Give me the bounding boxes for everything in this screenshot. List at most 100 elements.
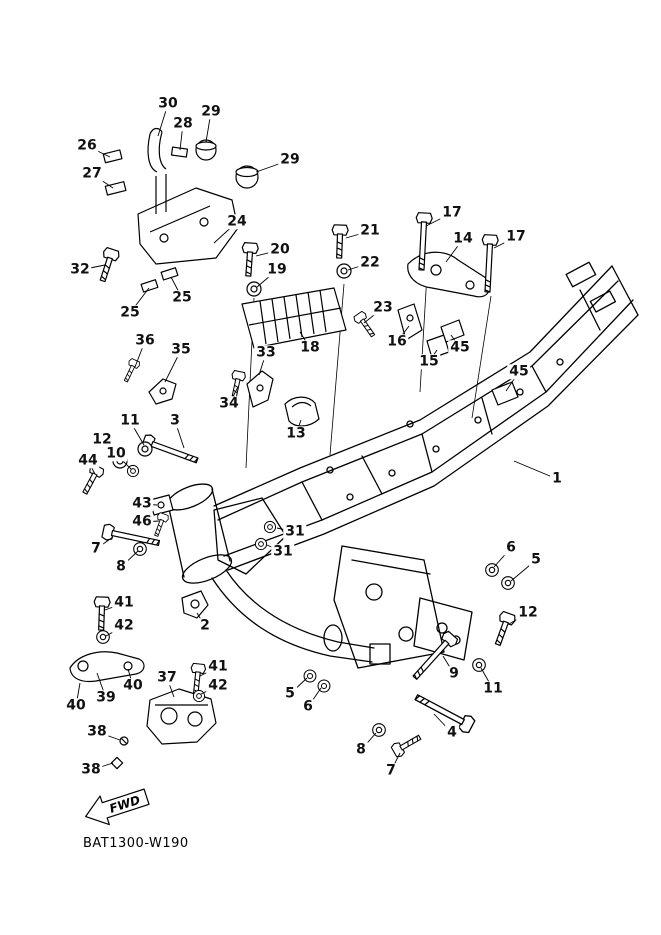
bracket-24-edge (149, 205, 211, 233)
cross-member-1 (301, 481, 323, 521)
callout-28: 28 (171, 115, 195, 132)
callout-12: 12 (90, 431, 114, 448)
callout-34: 34 (217, 395, 241, 412)
bracket-24 (137, 187, 239, 265)
callout-15: 15 (417, 353, 441, 370)
cross-member-5 (531, 365, 547, 393)
drawing-number: BAT1300-W190 (83, 836, 189, 851)
upper-right-parts (397, 251, 519, 406)
callout-12: 12 (516, 604, 540, 621)
callout-43: 43 (130, 495, 154, 512)
callout-8: 8 (114, 558, 128, 575)
cap-29b-top (235, 166, 259, 178)
callout-27: 27 (80, 165, 104, 182)
callout-3: 3 (168, 412, 182, 429)
callout-46: 46 (130, 513, 154, 530)
alignment-line (471, 295, 492, 419)
plate-18-midline (248, 307, 342, 326)
bracket-35-hole (159, 387, 167, 395)
steering-head-side-left (167, 503, 185, 578)
callout-11: 11 (481, 680, 505, 697)
callout-17: 17 (440, 204, 464, 221)
callout-36: 36 (133, 332, 157, 349)
main-frame (166, 261, 639, 669)
pivot-hole-2 (398, 626, 414, 642)
callout-38: 38 (79, 761, 103, 778)
pad-25b (140, 279, 159, 293)
callout-38: 38 (85, 723, 109, 740)
callout-4: 4 (445, 724, 459, 741)
rail-hole (432, 445, 440, 453)
pivot-plate (333, 545, 445, 669)
alignment-line (419, 273, 428, 393)
callout-14: 14 (451, 230, 475, 247)
callout-40: 40 (64, 697, 88, 714)
callout-24: 24 (225, 213, 249, 230)
callout-8: 8 (354, 741, 368, 758)
callout-44: 44 (76, 452, 100, 469)
rail-hole (556, 358, 564, 366)
callout-17: 17 (504, 228, 528, 245)
stay-vertical (155, 174, 167, 214)
pad-45a (440, 319, 465, 343)
callout-7: 7 (384, 762, 398, 779)
pad-27 (104, 181, 127, 196)
callout-9: 9 (447, 665, 461, 682)
callout-11: 11 (118, 412, 142, 429)
callout-37: 37 (155, 669, 179, 686)
channel-13 (284, 396, 320, 427)
alignment-line (329, 283, 345, 456)
bracket-14-hole-2 (465, 280, 475, 290)
bracket-24-hole-2 (199, 217, 209, 227)
callout-13: 13 (284, 425, 308, 442)
rail-hole (388, 469, 396, 477)
stay-39-40 (69, 651, 145, 683)
rail-hole (346, 493, 354, 501)
callout-25: 25 (170, 289, 194, 306)
callout-5: 5 (529, 551, 543, 568)
pad-45b (491, 381, 519, 406)
pad-26 (102, 149, 123, 164)
callout-19: 19 (265, 261, 289, 278)
lever-16 (397, 303, 423, 341)
rear-bracket (413, 597, 473, 661)
callout-23: 23 (371, 299, 395, 316)
rear-bracket-hole-1 (436, 622, 448, 634)
callout-20: 20 (268, 241, 292, 258)
steering-head-side-right (211, 488, 231, 562)
callout-41: 41 (206, 658, 230, 675)
callout-26: 26 (75, 137, 99, 154)
wire-clamp-30 (147, 127, 167, 173)
bracket-37-hole-2 (187, 711, 203, 727)
rail-hole (474, 416, 482, 424)
callout-41: 41 (112, 594, 136, 611)
clip-38b (110, 756, 124, 770)
callout-10: 10 (104, 445, 128, 462)
callout-30: 30 (156, 95, 180, 112)
bracket-43-hole (157, 501, 165, 509)
front-gusset (213, 497, 287, 575)
callout-32: 32 (68, 261, 92, 278)
bracket-37 (146, 688, 217, 745)
stay-hole-left (77, 660, 89, 672)
leader-line-1 (513, 460, 558, 480)
fwd-arrow-shape (85, 788, 150, 826)
callout-21: 21 (358, 222, 382, 239)
cross-tube (323, 624, 343, 652)
callout-7: 7 (89, 540, 103, 557)
callout-22: 22 (358, 254, 382, 271)
rail-hole (326, 466, 334, 474)
callout-5: 5 (283, 685, 297, 702)
tail-cap (611, 265, 639, 316)
lower-left-parts (69, 651, 217, 770)
cross-member-2 (361, 455, 383, 495)
bracket-2-hole (190, 599, 200, 609)
callout-40: 40 (121, 677, 145, 694)
callout-29: 29 (278, 151, 302, 168)
callout-45: 45 (448, 339, 472, 356)
callout-16: 16 (385, 333, 409, 350)
pivot-hole-1 (365, 583, 383, 601)
callout-29: 29 (199, 103, 223, 120)
bracket-14-hole-1 (430, 264, 442, 276)
